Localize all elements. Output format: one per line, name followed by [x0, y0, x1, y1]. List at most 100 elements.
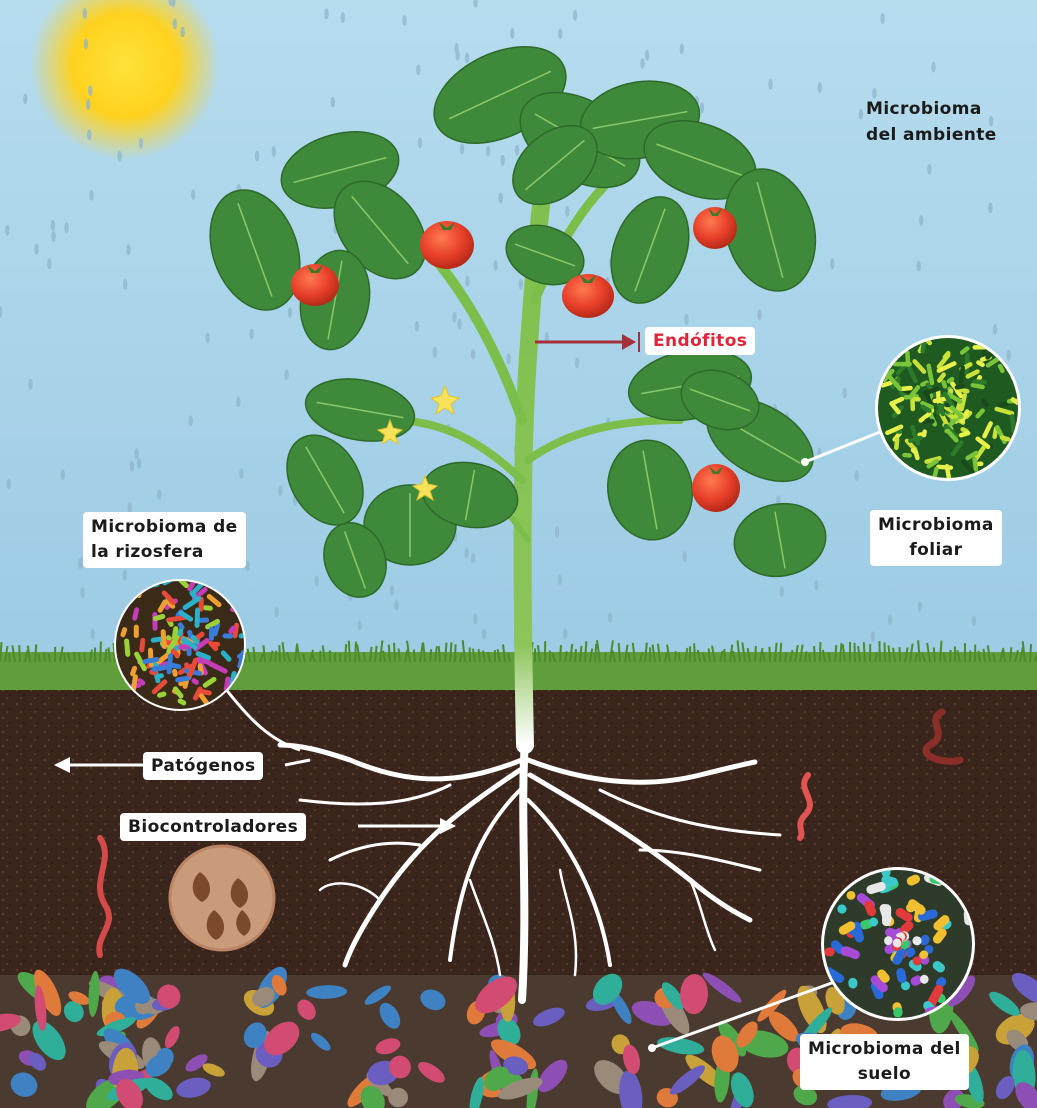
raindrop: [61, 469, 65, 480]
raindrop: [47, 258, 51, 269]
raindrop: [64, 222, 68, 233]
raindrop: [83, 8, 87, 19]
raindrop: [645, 50, 649, 61]
raindrop: [473, 613, 477, 624]
grass-blade: [35, 644, 36, 662]
grass-blade: [349, 641, 350, 662]
grass-blade: [279, 645, 280, 662]
grass-blade: [575, 649, 576, 662]
raindrop: [91, 629, 95, 640]
raindrop: [859, 109, 863, 120]
grass-blade: [455, 644, 456, 662]
raindrop: [7, 479, 11, 490]
raindrop: [358, 620, 362, 631]
rhizosphere-microbiome-label: Microbioma de la rizosfera: [83, 512, 246, 568]
raindrop: [288, 307, 292, 318]
grass-blade: [864, 642, 865, 662]
raindrop: [888, 614, 892, 625]
raindrop: [988, 203, 992, 214]
raindrop: [780, 586, 784, 597]
grass-blade: [19, 645, 20, 662]
raindrop: [51, 231, 55, 242]
microbe: [824, 947, 834, 956]
grass-blade: [364, 652, 365, 662]
grass-blade: [414, 650, 415, 662]
grass-blade: [879, 641, 880, 662]
seeds-icon: [170, 846, 274, 950]
raindrop: [452, 312, 456, 323]
raindrop: [245, 560, 249, 571]
grass-blade: [9, 654, 10, 662]
raindrop: [855, 470, 859, 481]
grass-blade: [1030, 644, 1031, 662]
raindrop: [239, 468, 243, 479]
raindrop: [608, 612, 612, 623]
raindrop: [814, 580, 818, 591]
raindrop: [917, 261, 921, 272]
grass-blade: [950, 650, 951, 662]
raindrop: [123, 279, 127, 290]
microbe: [194, 607, 200, 628]
raindrop: [931, 62, 935, 73]
foliar-label-line1: Microbioma: [878, 513, 994, 538]
raindrop: [78, 558, 82, 569]
grass-blade: [780, 643, 781, 662]
raindrop: [189, 415, 193, 426]
raindrop: [415, 321, 419, 332]
pathogens-label: Patógenos: [143, 752, 263, 780]
raindrop: [87, 129, 91, 140]
raindrop: [471, 349, 475, 360]
microbe: [198, 617, 209, 623]
raindrop: [123, 570, 127, 581]
grass-blade: [944, 653, 945, 662]
grass-blade: [389, 645, 390, 662]
raindrop: [135, 448, 139, 459]
raindrop: [918, 601, 922, 612]
raindrop: [418, 137, 422, 148]
raindrop: [255, 151, 259, 162]
raindrop: [173, 18, 177, 29]
microbe: [222, 633, 233, 638]
raindrop: [139, 138, 143, 149]
raindrop: [88, 85, 92, 96]
raindrop: [433, 347, 437, 358]
raindrop: [558, 574, 562, 585]
raindrop: [565, 206, 569, 217]
rhizosphere-label-line2: la rizosfera: [91, 540, 238, 565]
foliar-microbiome-label: Microbioma foliar: [870, 510, 1002, 566]
grass-blade: [79, 652, 80, 662]
grass-blade: [355, 642, 356, 662]
grass-blade: [934, 647, 935, 662]
raindrop: [130, 461, 134, 472]
raindrop: [871, 631, 875, 642]
raindrop: [640, 58, 644, 69]
grass-blade: [619, 643, 620, 662]
grass-blade: [675, 651, 676, 662]
grass-blade: [44, 652, 45, 662]
raindrop: [457, 319, 461, 330]
endophytes-label: Endófitos: [645, 327, 755, 355]
grass-blade: [74, 652, 75, 662]
raindrop: [1007, 350, 1011, 361]
raindrop: [23, 93, 27, 104]
raindrop: [486, 146, 490, 157]
rhizosphere-label-line1: Microbioma de: [91, 515, 238, 540]
raindrop: [680, 44, 684, 55]
raindrop: [86, 99, 90, 110]
raindrop: [700, 102, 704, 113]
raindrop: [274, 607, 278, 618]
grass-blade: [585, 641, 586, 662]
grass-blade: [605, 653, 606, 662]
grass-blade: [84, 653, 85, 662]
soil-label-line1: Microbioma del: [808, 1037, 961, 1062]
ambient-label-line2: del ambiente: [866, 122, 997, 148]
microbe: [210, 642, 221, 647]
raindrop: [324, 8, 328, 19]
raindrop: [464, 547, 468, 558]
raindrop: [993, 324, 997, 335]
grass-blade: [394, 643, 395, 662]
ambient-microbiome-label: Microbioma del ambiente: [866, 96, 997, 148]
raindrop: [842, 388, 846, 399]
soil-microbiome-label: Microbioma del suelo: [800, 1034, 969, 1090]
